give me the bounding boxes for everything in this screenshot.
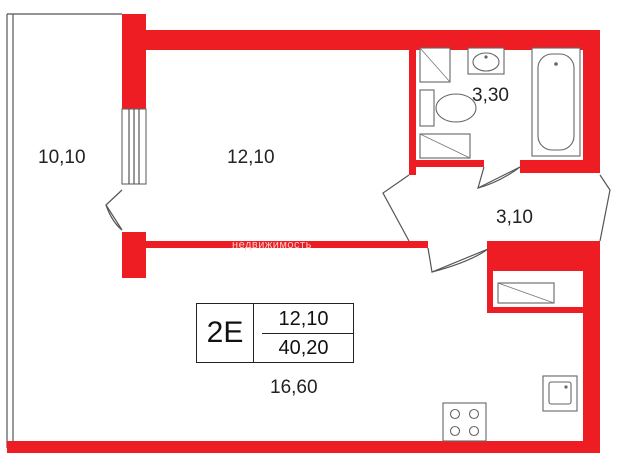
walls bbox=[7, 14, 600, 453]
watermark: недвижимость bbox=[232, 239, 312, 251]
living-area-value: 12,10 bbox=[278, 308, 329, 330]
apartment-type-badge: 2E bbox=[196, 303, 254, 363]
total-area-value: 40,20 bbox=[278, 337, 329, 359]
bathroom-door bbox=[477, 166, 521, 190]
living-room-door bbox=[427, 247, 489, 273]
wardrobe-icon bbox=[497, 282, 555, 304]
kitchen-sink-icon bbox=[542, 375, 578, 412]
living-room-area-label: 12,10 bbox=[227, 147, 275, 168]
toilet-icon bbox=[419, 89, 477, 127]
stove-icon bbox=[442, 402, 487, 442]
window bbox=[121, 108, 147, 185]
bathroom-area-label: 3,30 bbox=[472, 85, 509, 106]
hallway-area-label: 3,10 bbox=[496, 207, 533, 228]
kitchen-area-label: 16,60 bbox=[270, 377, 318, 398]
sink-icon bbox=[467, 47, 505, 75]
balcony-area-label: 10,10 bbox=[38, 147, 86, 168]
washing-machine-icon bbox=[419, 133, 471, 159]
shower-cabinet-icon bbox=[419, 47, 451, 83]
balcony-outline bbox=[6, 13, 122, 448]
area-divider bbox=[262, 333, 353, 334]
area-summary: 12,10 40,20 bbox=[254, 303, 354, 363]
bathtub-icon bbox=[531, 47, 581, 157]
closet-doors bbox=[382, 174, 611, 242]
balcony-door bbox=[105, 189, 123, 231]
